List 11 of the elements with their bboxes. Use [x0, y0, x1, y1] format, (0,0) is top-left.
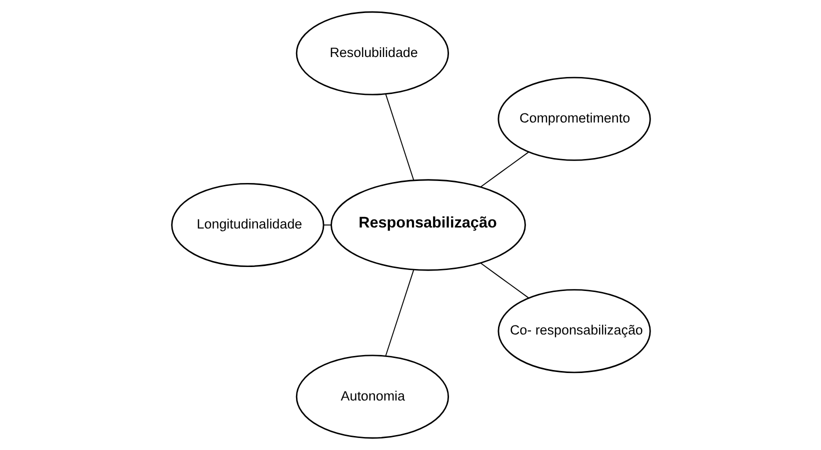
connector: [384, 94, 414, 181]
connector: [322, 224, 332, 226]
node-ellipse: Autonomia: [295, 354, 449, 439]
node-ellipse: Co- responsabilização: [497, 289, 650, 374]
node-ellipse: Longitudinalidade: [170, 182, 324, 267]
node-ellipse: Resolubilidade: [295, 11, 449, 96]
node-ellipse: Responsabilização: [330, 179, 526, 271]
node-ellipse: Comprometimento: [497, 76, 650, 161]
connector: [480, 152, 529, 188]
connector: [480, 262, 529, 298]
connector: [384, 269, 414, 356]
